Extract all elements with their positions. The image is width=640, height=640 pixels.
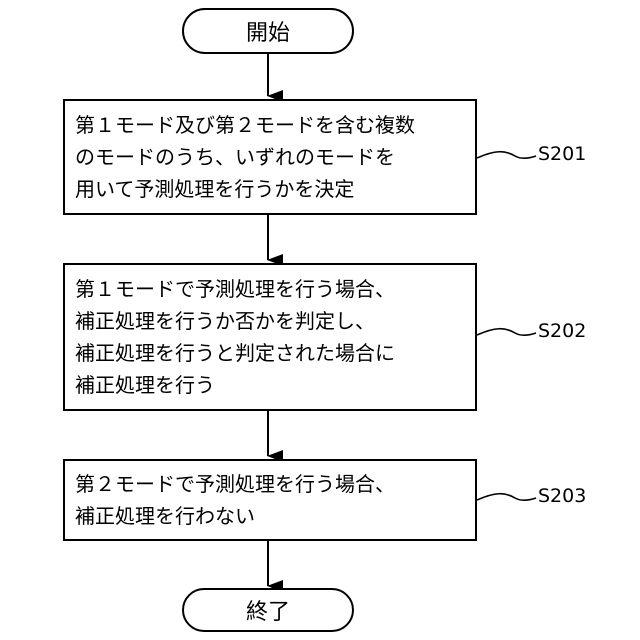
step-id-s201: S201 — [538, 143, 586, 165]
s201-line-3: 用いて予測処理を行うかを決定 — [75, 173, 475, 205]
s203-line-1: 第２モードで予測処理を行う場合、 — [75, 468, 475, 500]
s202-line-2: 補正処理を行うか否かを判定し、 — [75, 305, 475, 337]
s202-line-4: 補正処理を行う — [75, 369, 475, 401]
leader-s201 — [477, 152, 536, 159]
s202-line-1: 第１モードで予測処理を行う場合、 — [75, 273, 475, 305]
end-label: 終了 — [246, 594, 290, 626]
step-id-s203: S203 — [538, 485, 586, 507]
leader-s202 — [477, 329, 536, 336]
start-label: 開始 — [246, 15, 290, 47]
s202-line-3: 補正処理を行うと判定された場合に — [75, 337, 475, 369]
s201-line-1: 第１モード及び第２モードを含む複数 — [75, 109, 475, 141]
process-box-s202: 第１モードで予測処理を行う場合、 補正処理を行うか否かを判定し、 補正処理を行う… — [63, 263, 477, 411]
process-box-s201: 第１モード及び第２モードを含む複数 のモードのうち、いずれのモードを 用いて予測… — [63, 99, 477, 215]
start-terminal: 開始 — [182, 8, 354, 54]
leader-s203 — [477, 494, 536, 501]
s203-line-2: 補正処理を行わない — [75, 500, 475, 532]
s201-line-2: のモードのうち、いずれのモードを — [75, 141, 475, 173]
step-id-s202: S202 — [538, 320, 586, 342]
end-terminal: 終了 — [182, 588, 354, 632]
process-box-s203: 第２モードで予測処理を行う場合、 補正処理を行わない — [63, 459, 477, 541]
